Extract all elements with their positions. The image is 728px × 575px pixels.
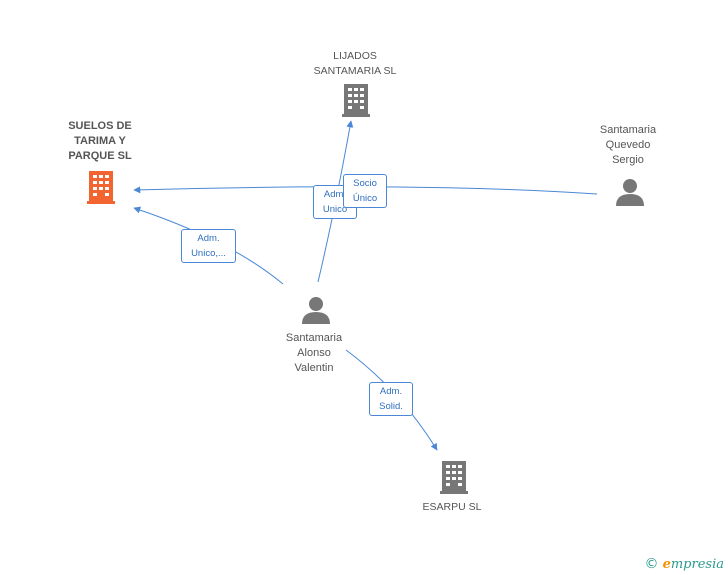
person-icon [616, 179, 644, 206]
copyright-icon: © [644, 556, 659, 572]
edge-label-alonso-esarpu[interactable]: Adm. Solid. [369, 382, 413, 416]
brand-name: mpresia [670, 557, 724, 572]
brand-logo-mark: e [662, 557, 671, 572]
building-icon [342, 84, 370, 117]
building-icon [87, 171, 115, 204]
node-label-lijados: LIJADOS SANTAMARIA SL [313, 50, 397, 77]
edge-label-quevedo-suelos[interactable]: Socio Único [343, 174, 387, 208]
node-label-esarpu: ESARPU SL [422, 501, 482, 513]
node-label-alonso: Santamaria Alonso Valentin [285, 332, 343, 374]
node-label-quevedo: Santamaria Quevedo Sergio [599, 124, 657, 166]
person-icon [302, 297, 330, 324]
node-label-suelos: SUELOS DE TARIMA Y PARQUE SL [68, 120, 132, 162]
edge-label-alonso-suelos[interactable]: Adm. Unico,... [181, 229, 236, 263]
brand-footer: © empresia [644, 556, 724, 572]
building-icon [440, 461, 468, 494]
edge-quevedo-suelos [133, 186, 598, 195]
